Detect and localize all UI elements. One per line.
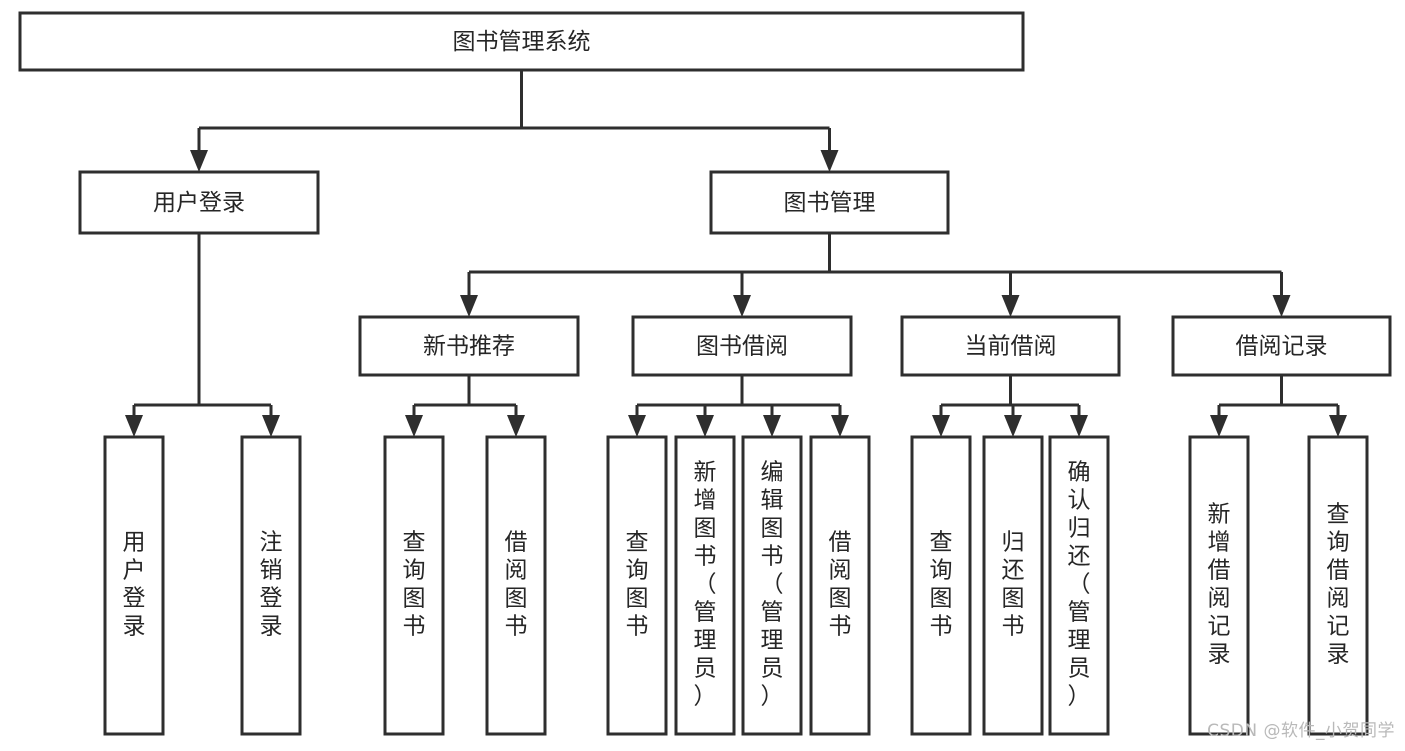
arrow-head-icon xyxy=(405,415,423,437)
level3-node-box[interactable] xyxy=(358,315,580,377)
leaf-node-label: 查询图书 xyxy=(930,530,953,640)
arrow-head-icon xyxy=(1210,415,1228,437)
leaf-node-4[interactable]: 借阅图书 xyxy=(485,435,547,736)
level2-node-label: 用户登录 xyxy=(153,190,245,216)
level3-node-label: 图书借阅 xyxy=(696,334,788,360)
leaf-node-label: 注销登录 xyxy=(260,530,283,640)
arrow-head-icon xyxy=(1329,415,1347,437)
arrow-head-icon xyxy=(831,415,849,437)
arrow-head-icon xyxy=(628,415,646,437)
level3-node-3[interactable]: 当前借阅 xyxy=(900,315,1121,377)
leaf-node-box[interactable] xyxy=(982,435,1044,736)
leaf-node-label: 查询借阅记录 xyxy=(1327,502,1350,668)
leaf-node-label: 归还图书 xyxy=(1002,530,1025,640)
level2-node-box[interactable] xyxy=(709,170,950,235)
leaf-node-6[interactable]: 新增图书（管理员） xyxy=(674,435,736,736)
level3-node-box[interactable] xyxy=(1171,315,1392,377)
connector-layer xyxy=(125,70,1347,437)
arrow-head-icon xyxy=(733,295,751,317)
arrow-head-icon xyxy=(1070,415,1088,437)
leaf-node-10[interactable]: 归还图书 xyxy=(982,435,1044,736)
level2-node-2[interactable]: 图书管理 xyxy=(709,170,950,235)
arrow-head-icon xyxy=(763,415,781,437)
leaf-node-label: 查询图书 xyxy=(626,530,649,640)
leaf-node-box[interactable] xyxy=(485,435,547,736)
leaf-node-box[interactable] xyxy=(1307,435,1369,736)
leaf-node-box[interactable] xyxy=(741,435,803,736)
level2-node-label: 图书管理 xyxy=(784,190,876,216)
level3-node-4[interactable]: 借阅记录 xyxy=(1171,315,1392,377)
level3-node-1[interactable]: 新书推荐 xyxy=(358,315,580,377)
leaf-node-label: 新增图书（管理员） xyxy=(694,460,717,710)
leaf-node-9[interactable]: 查询图书 xyxy=(910,435,972,736)
leaf-node-5[interactable]: 查询图书 xyxy=(606,435,668,736)
level3-node-label: 当前借阅 xyxy=(965,334,1057,360)
leaf-node-box[interactable] xyxy=(383,435,445,736)
leaf-node-box[interactable] xyxy=(910,435,972,736)
arrow-head-icon xyxy=(507,415,525,437)
arrow-head-icon xyxy=(1272,295,1291,317)
leaf-node-1[interactable]: 用户登录 xyxy=(103,435,165,736)
arrow-head-icon xyxy=(125,415,143,437)
leaf-node-box[interactable] xyxy=(1188,435,1250,736)
arrow-head-icon xyxy=(932,415,950,437)
leaf-node-2[interactable]: 注销登录 xyxy=(240,435,302,736)
leaf-node-label: 查询图书 xyxy=(403,530,426,640)
arrow-head-icon xyxy=(190,150,208,172)
root-node-label: 图书管理系统 xyxy=(453,29,591,55)
root-node-1[interactable]: 图书管理系统 xyxy=(18,11,1025,72)
leaf-node-box[interactable] xyxy=(1048,435,1110,736)
leaf-node-box[interactable] xyxy=(674,435,736,736)
arrow-head-icon xyxy=(262,415,280,437)
node-layer: 图书管理系统用户登录图书管理新书推荐图书借阅当前借阅借阅记录用户登录注销登录查询… xyxy=(18,11,1392,736)
leaf-node-11[interactable]: 确认归还（管理员） xyxy=(1048,435,1110,736)
watermark-label: CSDN @软件_小贺同学 xyxy=(1207,721,1395,741)
leaf-node-label: 用户登录 xyxy=(123,530,146,640)
leaf-node-box[interactable] xyxy=(606,435,668,736)
leaf-node-label: 新增借阅记录 xyxy=(1208,502,1231,668)
leaf-node-box[interactable] xyxy=(103,435,165,736)
level2-node-1[interactable]: 用户登录 xyxy=(78,170,320,235)
leaf-node-label: 确认归还（管理员） xyxy=(1068,460,1091,710)
arrow-head-icon xyxy=(696,415,714,437)
arrow-head-icon xyxy=(820,150,839,172)
arrow-head-icon xyxy=(1001,295,1020,317)
level2-node-box[interactable] xyxy=(78,170,320,235)
level3-node-label: 新书推荐 xyxy=(423,334,515,360)
level3-node-label: 借阅记录 xyxy=(1236,334,1328,360)
arrow-head-icon xyxy=(460,295,478,317)
leaf-node-label: 编辑图书（管理员） xyxy=(761,460,784,710)
leaf-node-3[interactable]: 查询图书 xyxy=(383,435,445,736)
root-node-box[interactable] xyxy=(18,11,1025,72)
arrow-head-icon xyxy=(1004,415,1022,437)
leaf-node-8[interactable]: 借阅图书 xyxy=(809,435,871,736)
leaf-node-7[interactable]: 编辑图书（管理员） xyxy=(741,435,803,736)
level3-node-box[interactable] xyxy=(631,315,853,377)
level3-node-box[interactable] xyxy=(900,315,1121,377)
leaf-node-box[interactable] xyxy=(240,435,302,736)
leaf-node-label: 借阅图书 xyxy=(829,530,852,640)
level3-node-2[interactable]: 图书借阅 xyxy=(631,315,853,377)
leaf-node-13[interactable]: 查询借阅记录 xyxy=(1307,435,1369,736)
leaf-node-12[interactable]: 新增借阅记录 xyxy=(1188,435,1250,736)
leaf-node-box[interactable] xyxy=(809,435,871,736)
leaf-node-label: 借阅图书 xyxy=(505,530,528,640)
